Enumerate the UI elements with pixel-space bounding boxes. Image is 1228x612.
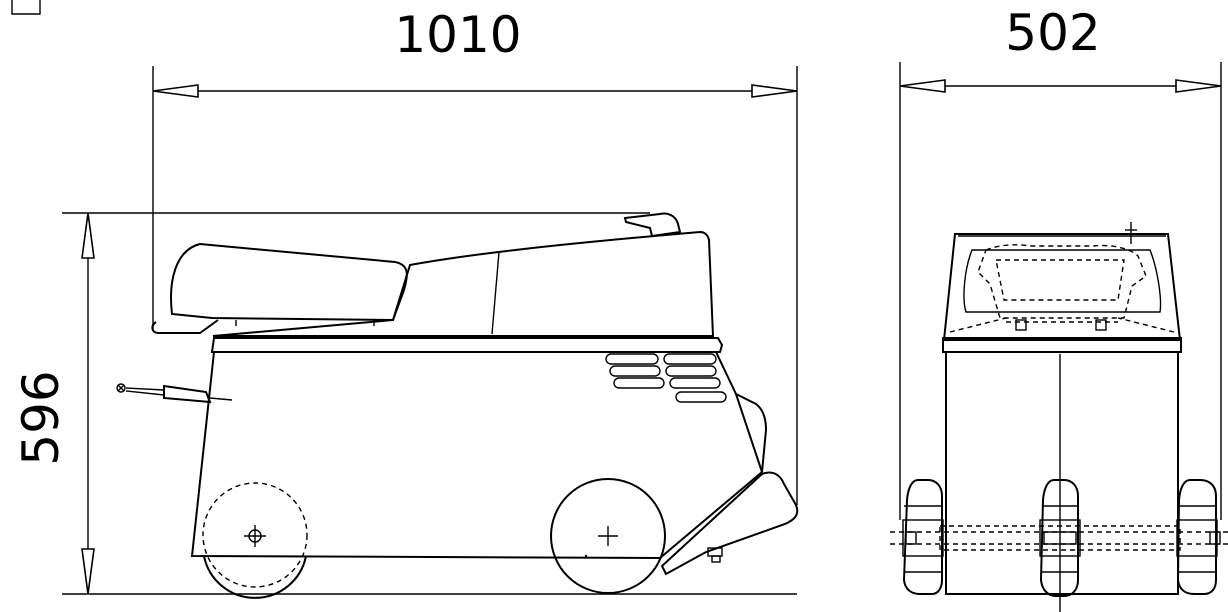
front-center-wheel [1039,479,1081,597]
front-top-cover [942,233,1182,341]
front-body [945,351,1179,595]
side-vents [605,353,727,403]
rear-wheel [202,482,308,599]
width-dimension-label: 502 [1005,4,1100,62]
length-dimension: 1010 [152,6,798,505]
front-nose [660,471,799,576]
length-dimension-label: 1010 [394,6,521,64]
front-right-wheel [1176,479,1221,595]
front-plate [735,393,768,473]
height-dimension-label: 596 [12,370,70,465]
seat-pad [170,242,408,322]
top-housing [212,230,715,337]
width-dimension: 502 [899,4,1222,520]
front-view [890,222,1228,612]
top-knob [623,212,682,238]
front-left-wheel [902,479,944,595]
side-cable [116,383,233,404]
height-dimension: 596 [12,212,797,595]
front-wheel [550,478,666,594]
side-view [116,212,799,599]
frame-corner [11,0,41,15]
front-top-recess [963,249,1162,313]
deck-band [210,337,724,353]
main-body [190,351,764,560]
seat-rail [151,319,219,334]
